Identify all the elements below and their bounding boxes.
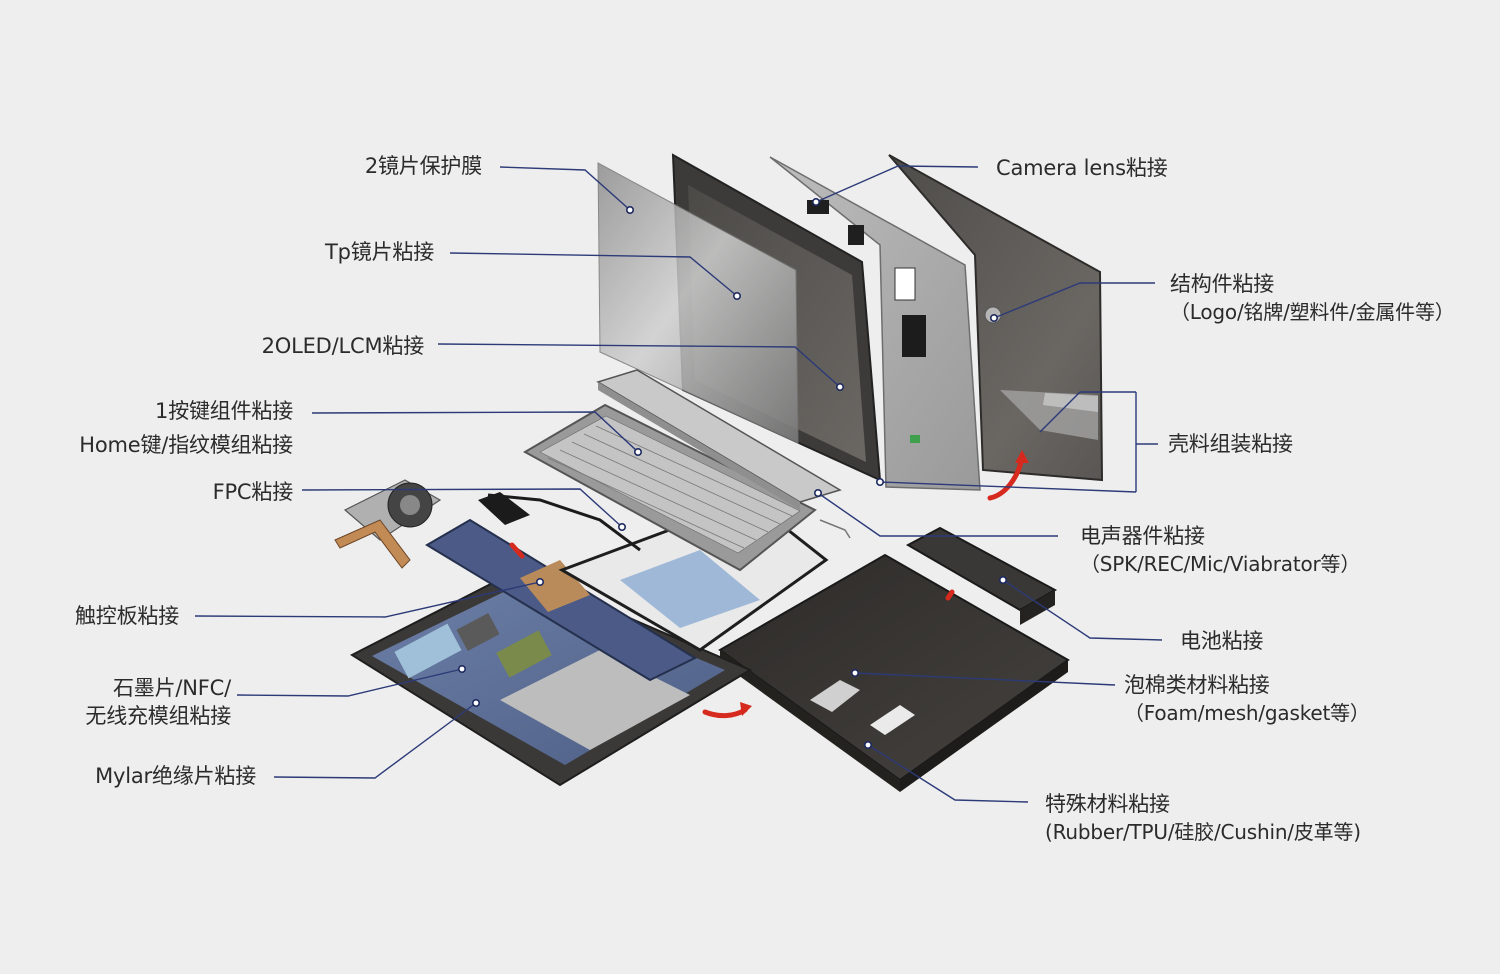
inner-frame <box>769 156 981 491</box>
cooling-fan <box>334 479 442 569</box>
callout-structural-line1: 结构件粘接 <box>1170 272 1274 296</box>
palm-rest <box>425 518 698 682</box>
callout-graphite-line1: 石墨片/NFC/ <box>112 676 231 700</box>
callout-graphite-line2: 无线充模组粘接 <box>85 704 231 728</box>
callout-oled-lcm: 2OLED/LCM粘接 <box>261 332 425 360</box>
hinge-bar <box>596 369 842 510</box>
keyboard <box>522 403 817 572</box>
callout-battery-line1: 电池粘接 <box>1180 629 1264 653</box>
callout-lens-film: 2镜片保护膜 <box>365 152 482 180</box>
callout-camera-line1: Camera lens粘接 <box>996 156 1168 180</box>
callout-tp-lens: Tp镜片粘接 <box>325 238 434 266</box>
callout-mylar-line1: Mylar绝缘片粘接 <box>95 764 256 788</box>
callout-acoustic: 电声器件粘接 （SPK/REC/Mic/Viabrator等） <box>1080 522 1360 578</box>
callout-touchpad-line1: 触控板粘接 <box>75 604 179 628</box>
callout-battery: 电池粘接 <box>1180 627 1263 655</box>
callout-special: 特殊材料粘接 (Rubber/TPU/硅胶/Cushin/皮革等) <box>1045 790 1361 846</box>
callout-foam-line1: 泡棉类材料粘接 <box>1124 673 1270 697</box>
callout-oled-lcm-line1: 2OLED/LCM粘接 <box>261 334 425 358</box>
callout-structural: 结构件粘接 （Logo/铭牌/塑料件/金属件等） <box>1170 270 1455 326</box>
callout-special-line2: (Rubber/TPU/硅胶/Cushin/皮革等) <box>1045 820 1361 844</box>
callout-lens-film-line1: 2镜片保护膜 <box>364 154 482 178</box>
callout-foam-line2: （Foam/mesh/gasket等） <box>1124 701 1370 725</box>
callout-camera: Camera lens粘接 <box>996 154 1168 182</box>
leader-lines <box>194 165 1163 803</box>
callout-keys: 1按键组件粘接 Home键/指纹模组粘接 <box>79 397 293 459</box>
callout-graphite: 石墨片/NFC/ 无线充模组粘接 <box>85 674 231 730</box>
callout-fpc-line1: FPC粘接 <box>212 480 294 504</box>
callout-acoustic-line2: （SPK/REC/Mic/Viabrator等） <box>1080 552 1361 576</box>
anchor-dots <box>457 198 1007 749</box>
callout-structural-line2: （Logo/铭牌/塑料件/金属件等） <box>1170 300 1455 324</box>
callout-housing: 壳料组装粘接 <box>1168 430 1293 458</box>
protective-film <box>597 162 799 444</box>
callout-acoustic-line1: 电声器件粘接 <box>1080 524 1205 548</box>
callout-tp-lens-line1: Tp镜片粘接 <box>325 240 434 264</box>
callout-foam: 泡棉类材料粘接 （Foam/mesh/gasket等） <box>1124 671 1370 727</box>
callout-housing-line1: 壳料组装粘接 <box>1168 432 1293 456</box>
callout-touchpad: 触控板粘接 <box>75 602 179 630</box>
callout-mylar: Mylar绝缘片粘接 <box>95 762 256 790</box>
callout-keys-line2: Home键/指纹模组粘接 <box>79 433 293 457</box>
callout-fpc: FPC粘接 <box>212 478 294 506</box>
bottom-case <box>718 553 1070 792</box>
callout-keys-line1: 1按键组件粘接 <box>155 399 293 423</box>
callout-special-line1: 特殊材料粘接 <box>1045 792 1170 816</box>
